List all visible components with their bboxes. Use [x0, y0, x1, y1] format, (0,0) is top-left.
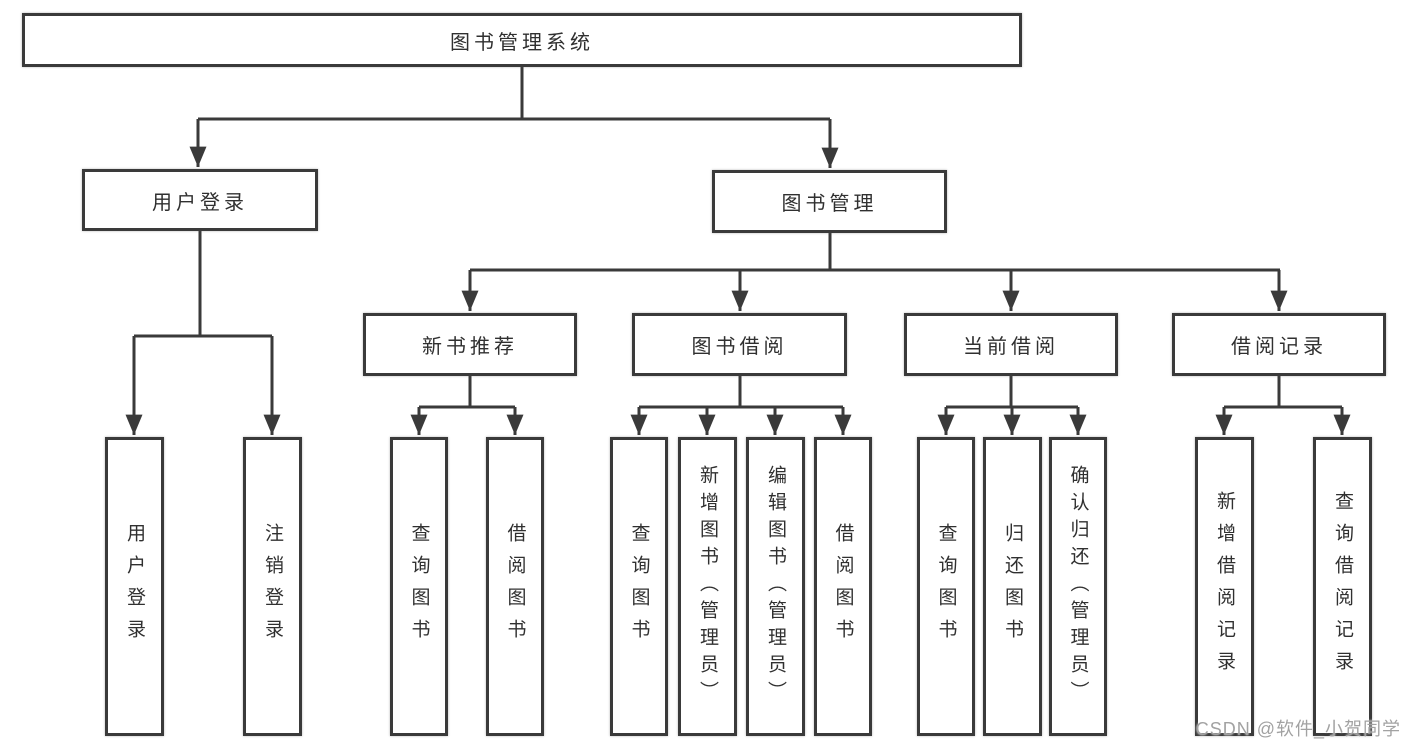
- node-bb-borrow-books: 借阅图书: [814, 437, 872, 736]
- node-label: 借阅记录: [1231, 336, 1327, 358]
- node-nbr-borrow-books: 借阅图书: [486, 437, 544, 736]
- node-br-query-borrow-record: 查询借阅记录: [1313, 437, 1372, 736]
- node-br-add-borrow-record: 新增借阅记录: [1195, 437, 1254, 736]
- node-cb-confirm-return-admin: 确认归还（管理员）: [1049, 437, 1107, 736]
- node-current-borrowing: 当前借阅: [904, 313, 1118, 376]
- node-label: 图书借阅: [691, 336, 788, 358]
- node-label: 用户登录: [152, 191, 248, 214]
- node-book-borrowing: 图书借阅: [632, 313, 847, 376]
- node-label: 归还图书: [1002, 522, 1023, 651]
- node-label: 借阅图书: [504, 522, 526, 651]
- node-book-management: 图书管理: [712, 170, 947, 233]
- node-user-login: 用户登录: [82, 169, 318, 231]
- node-label: 查询借阅记录: [1332, 490, 1353, 683]
- node-label: 新增借阅记录: [1214, 490, 1235, 683]
- node-label: 图书管理系统: [450, 31, 594, 54]
- node-label: 当前借阅: [963, 336, 1059, 358]
- node-label: 查询图书: [628, 522, 650, 651]
- node-bb-add-books-admin: 新增图书（管理员）: [678, 437, 737, 736]
- node-nbr-query-books: 查询图书: [390, 437, 448, 736]
- node-bb-edit-books-admin: 编辑图书（管理员）: [746, 437, 805, 736]
- node-label: 确认归还（管理员）: [1067, 465, 1089, 708]
- node-bb-query-books: 查询图书: [610, 437, 668, 736]
- node-label: 查询图书: [935, 522, 957, 651]
- node-label: 图书管理: [781, 193, 878, 215]
- node-label: 借阅图书: [832, 522, 854, 651]
- node-borrowing-records: 借阅记录: [1172, 313, 1386, 376]
- node-logout-leaf: 注销登录: [243, 437, 302, 736]
- node-cb-query-books: 查询图书: [917, 437, 975, 736]
- node-label: 注销登录: [262, 522, 283, 651]
- node-label: 编辑图书（管理员）: [765, 465, 786, 708]
- node-label: 新增图书（管理员）: [697, 465, 718, 708]
- csdn-watermark: CSDN @软件_小贺同学: [1195, 719, 1401, 739]
- node-label: 查询图书: [408, 522, 430, 651]
- node-new-book-recommendation: 新书推荐: [363, 313, 577, 376]
- node-label: 新书推荐: [422, 336, 518, 358]
- node-label: 用户登录: [124, 522, 145, 651]
- node-user-login-leaf: 用户登录: [105, 437, 164, 736]
- node-library-management-system: 图书管理系统: [22, 13, 1022, 67]
- node-cb-return-books: 归还图书: [983, 437, 1042, 736]
